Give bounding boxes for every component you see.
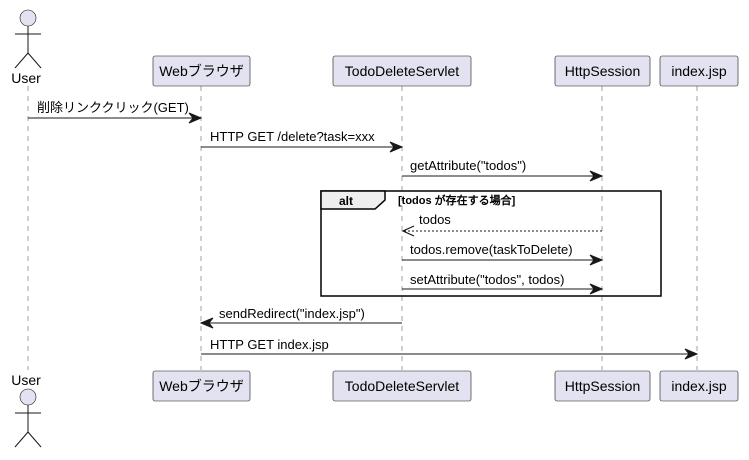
message-6: setAttribute("todos", todos): [402, 272, 604, 295]
alt-tab: [320, 190, 386, 210]
participant-browser-top-label: Webブラウザ: [159, 63, 244, 79]
participant-servlet-bottom-label: TodoDeleteServlet: [345, 378, 460, 394]
message-8: HTTP GET index.jsp: [201, 337, 699, 360]
actor-user-top: User: [11, 9, 42, 86]
message-8-label: HTTP GET index.jsp: [210, 337, 329, 352]
participant-servlet-bottom: TodoDeleteServlet: [332, 370, 472, 402]
alt-keyword: alt: [339, 194, 353, 208]
participant-browser-top: Webブラウザ: [152, 55, 251, 87]
message-7: sendRedirect("index.jsp"): [199, 306, 402, 329]
message-1-label: 削除リンククリック(GET): [37, 100, 189, 115]
message-5-label: todos.remove(taskToDelete): [410, 242, 573, 257]
message-2-label: HTTP GET /delete?task=xxx: [210, 129, 375, 144]
message-4-label: todos: [419, 212, 451, 227]
participant-jsp-bottom: index.jsp: [659, 370, 739, 402]
participant-session-top-label: HttpSession: [565, 63, 640, 79]
participant-jsp-top: index.jsp: [659, 55, 739, 87]
participant-session-top: HttpSession: [554, 55, 651, 87]
message-5: todos.remove(taskToDelete): [402, 242, 604, 266]
participant-session-bottom: HttpSession: [554, 370, 651, 402]
message-7-label: sendRedirect("index.jsp"): [219, 306, 365, 321]
alt-condition: [todos が存在する場合]: [398, 193, 516, 207]
actor-user-bottom-label: User: [11, 372, 41, 388]
participant-servlet-top-label: TodoDeleteServlet: [345, 63, 460, 79]
message-3: getAttribute("todos"): [402, 158, 604, 182]
actor-user-bottom: User: [11, 372, 42, 448]
message-2: HTTP GET /delete?task=xxx: [201, 129, 404, 153]
message-6-label: setAttribute("todos", todos): [410, 272, 564, 287]
actor-user-top-label: User: [11, 70, 41, 86]
participant-session-bottom-label: HttpSession: [565, 378, 640, 394]
participant-browser-bottom-label: Webブラウザ: [159, 378, 244, 394]
message-1: 削除リンククリック(GET): [28, 100, 203, 124]
alt-fragment: alt [todos が存在する場合]: [320, 190, 662, 297]
participant-browser-bottom: Webブラウザ: [152, 370, 251, 402]
message-4: todos: [401, 212, 602, 237]
participant-jsp-top-label: index.jsp: [671, 63, 726, 79]
participant-servlet-top: TodoDeleteServlet: [332, 55, 472, 87]
message-3-label: getAttribute("todos"): [410, 158, 526, 173]
participant-jsp-bottom-label: index.jsp: [671, 378, 726, 394]
